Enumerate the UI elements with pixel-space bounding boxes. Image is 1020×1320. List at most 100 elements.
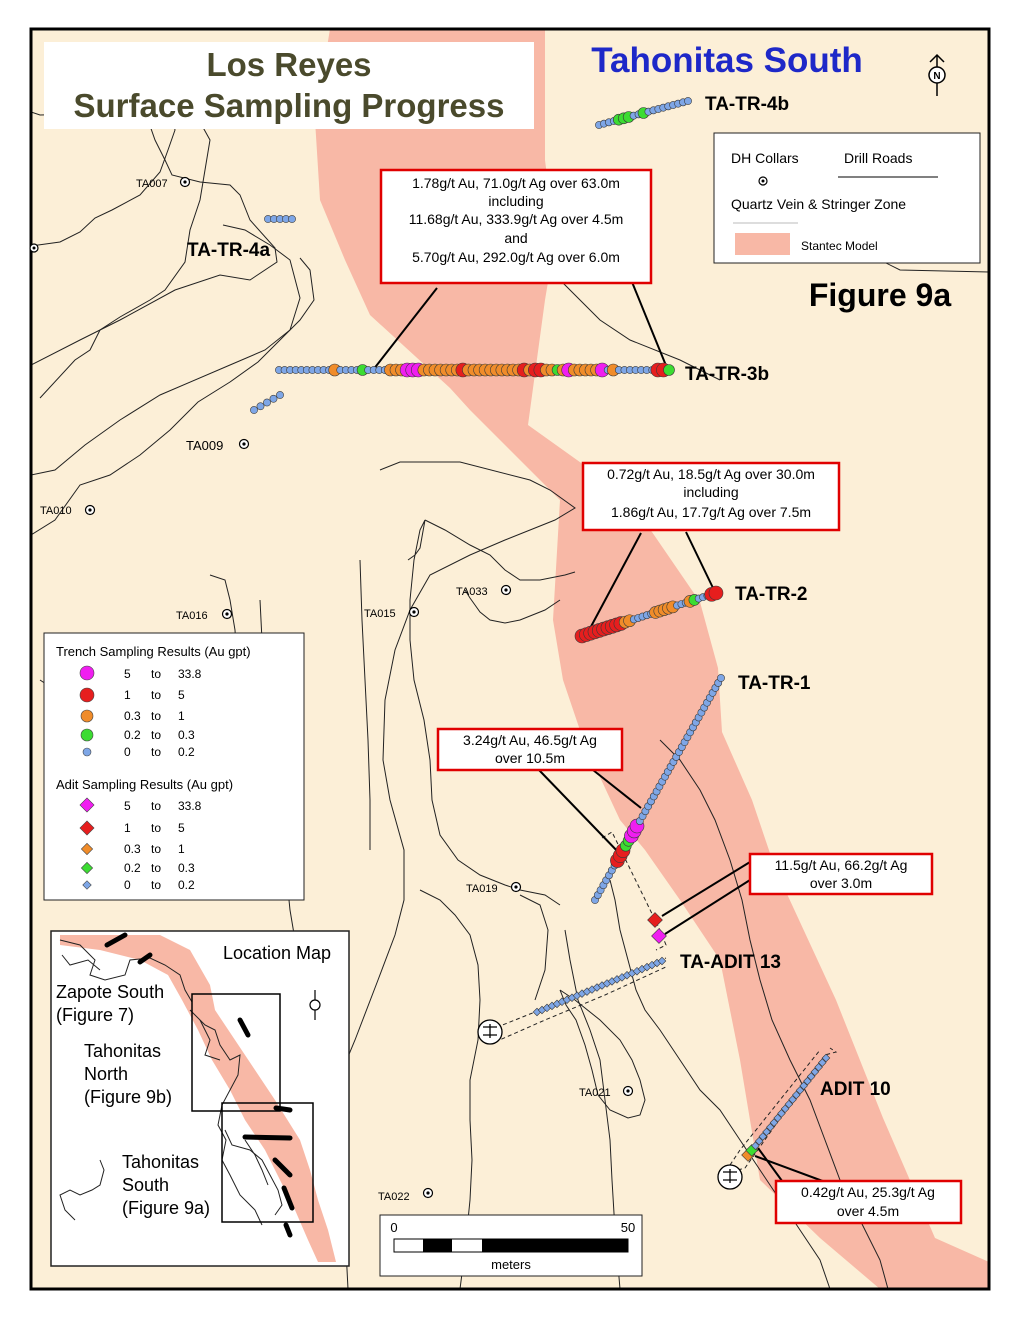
feature-legend: DH Collars Drill Roads Quartz Vein & Str…	[713, 132, 981, 264]
legend-to: 1	[178, 842, 185, 856]
adit-portal-icon	[717, 1164, 743, 1190]
legend-to: 0.3	[178, 861, 195, 875]
legend-to: 33.8	[178, 667, 202, 681]
adit-sample	[788, 1095, 797, 1104]
adit-sample	[803, 1076, 812, 1086]
adit-sample	[657, 956, 667, 966]
adit-grade-symbol	[80, 842, 94, 856]
trench-grade-symbol	[80, 728, 94, 742]
callout-line: 1.78g/t Au, 71.0g/t Ag over 63.0m	[412, 175, 620, 191]
legend-to-word: to	[151, 842, 161, 856]
drill-hole-ta021: TA021	[579, 1085, 634, 1099]
adit-grade-symbol	[79, 820, 95, 836]
scale-bar: 0 50 meters	[379, 1214, 643, 1277]
callout-line: including	[488, 193, 543, 209]
inset-extent-9a	[221, 1102, 314, 1223]
trench-sample	[288, 215, 296, 223]
trench-label-tr4b: TA-TR-4b	[705, 94, 789, 115]
trench-label-tr4a: TA-TR-4a	[187, 240, 270, 261]
trench-labels: TA-TR-4b TA-TR-4a TA-TR-3b TA-TR-2 TA-TR…	[187, 94, 891, 1100]
legend-to-word: to	[151, 709, 161, 723]
drill-hole-label: TA033	[456, 586, 488, 598]
adit-sample	[773, 1113, 782, 1123]
map-frame	[29, 27, 991, 1291]
adit-portal-icon	[477, 1019, 503, 1045]
legend-to-word: to	[151, 688, 161, 702]
callout-line: 11.68g/t Au, 333.9g/t Ag over 4.5m	[409, 211, 624, 227]
legend-stantec-model: Stantec Model	[801, 239, 878, 253]
drill-hole-ta033: TA033	[456, 584, 512, 598]
trench-label-tr2: TA-TR-2	[735, 584, 807, 605]
legend-to: 5	[178, 688, 185, 702]
adit-sample	[792, 1090, 801, 1100]
trench-sample	[250, 406, 258, 414]
drill-hole-ta019: TA019	[466, 881, 522, 895]
legend-to-word: to	[151, 878, 161, 892]
title-line-1: Los Reyes	[206, 46, 371, 83]
callout-tr3b: 1.78g/t Au, 71.0g/t Ag over 63.0m includ…	[379, 168, 653, 285]
callout-line: over 3.0m	[810, 875, 872, 891]
legend-to-word: to	[151, 861, 161, 875]
inset-vein-zone	[60, 935, 336, 1262]
legend-to: 0.3	[178, 728, 195, 742]
adit-sample	[762, 1127, 771, 1137]
legend-from: 5	[124, 799, 131, 813]
grade-legend: Trench Sampling Results (Au gpt) 5 to 33…	[43, 632, 305, 901]
legend-from: 0.3	[124, 709, 141, 723]
trench-grade-symbol	[80, 709, 94, 723]
stantec-model-swatch	[735, 233, 790, 255]
inset-workings	[104, 932, 295, 1238]
drill-hole-label: TA010	[40, 505, 72, 517]
title-box	[44, 42, 534, 129]
inset-label: Tahonitas	[84, 1041, 161, 1061]
callout-line: 0.72g/t Au, 18.5g/t Ag over 30.0m	[607, 466, 815, 482]
inset-label: North	[84, 1064, 128, 1084]
adit-sample	[780, 1104, 790, 1114]
adit-sample	[821, 1053, 831, 1063]
drill-hole-label: TA019	[466, 883, 498, 895]
callout-line: including	[683, 484, 738, 500]
callout-line: over 4.5m	[837, 1203, 899, 1219]
inset-label: Tahonitas	[122, 1152, 199, 1172]
callout-line: 5.70g/t Au, 292.0g/t Ag over 6.0m	[412, 249, 620, 265]
legend-dh-collars: DH Collars	[731, 150, 799, 166]
inset-label: (Figure 9b)	[84, 1087, 172, 1107]
callout-line: 3.24g/t Au, 46.5g/t Ag	[463, 732, 597, 748]
adit-grade-symbol	[79, 797, 95, 813]
trench-label-adit10: ADIT 10	[820, 1079, 891, 1100]
scale-max: 50	[621, 1220, 635, 1235]
adit-sample	[754, 1136, 764, 1146]
inset-north-arrow-icon	[309, 990, 321, 1020]
trench-sample	[269, 394, 278, 403]
legend-from: 0	[124, 745, 131, 759]
scale-min: 0	[390, 1220, 397, 1235]
legend-to-word: to	[151, 728, 161, 742]
callout-line: over 10.5m	[495, 750, 565, 766]
inset-extent-9b	[191, 993, 281, 1112]
adit-sample	[758, 1132, 768, 1141]
drill-hole-ta007: TA007	[136, 176, 191, 190]
adit-sample	[651, 928, 667, 944]
drill-hole-label: TA015	[364, 608, 396, 620]
callout-tr1: 3.24g/t Au, 46.5g/t Ag over 10.5m	[436, 727, 624, 772]
legend-to-word: to	[151, 745, 161, 759]
inset-roads	[59, 939, 283, 1226]
legend-from: 1	[124, 821, 131, 835]
legend-to-word: to	[151, 799, 161, 813]
title-line-2: Surface Sampling Progress	[74, 87, 505, 124]
legend-drill-roads: Drill Roads	[844, 150, 912, 166]
inset-label: (Figure 7)	[56, 1005, 134, 1025]
inset-label: (Figure 9a)	[122, 1198, 210, 1218]
callout-adit13: 11.5g/t Au, 66.2g/t Ag over 3.0m	[748, 852, 934, 896]
callout-line: 11.5g/t Au, 66.2g/t Ag	[775, 857, 908, 873]
trench-label-tr3b: TA-TR-3b	[685, 364, 769, 385]
drill-hole-label: TA007	[136, 178, 168, 190]
legend-to: 0.2	[178, 745, 195, 759]
legend-from: 1	[124, 688, 131, 702]
trench-sample	[663, 364, 675, 376]
callout-adit10: 0.42g/t Au, 25.3g/t Ag over 4.5m	[774, 1179, 963, 1225]
legend-adit-title: Adit Sampling Results (Au gpt)	[56, 777, 233, 792]
adit-sample	[795, 1086, 805, 1095]
legend-from: 0.2	[124, 861, 141, 875]
location-map-inset: Location Map Zapote South (Figure 7) Tah…	[50, 930, 350, 1267]
